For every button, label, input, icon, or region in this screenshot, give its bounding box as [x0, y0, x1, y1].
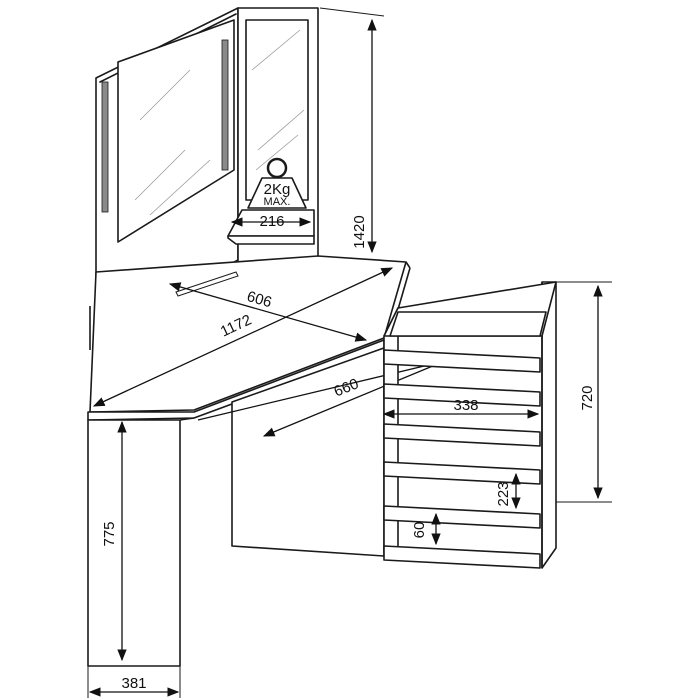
dim-381-label: 381 [121, 675, 146, 692]
dim-1420-label: 1420 [351, 215, 368, 248]
left-mirror-wing [117, 19, 235, 243]
dim-1172-arrow [92, 267, 394, 407]
dim-660-arrow [262, 357, 454, 437]
dim-223-label: 223 [495, 481, 512, 506]
right-mirror-glass [245, 19, 309, 201]
dim-720-label: 720 [579, 385, 596, 410]
hook-ring-icon [266, 157, 288, 179]
table-body: 660 775 381 [87, 347, 467, 698]
dim-338-label: 338 [453, 397, 478, 414]
dim-216-label: 216 [259, 213, 284, 230]
table-top: 606 1172 [87, 255, 411, 421]
shelf-unit: 338 223 60 720 [382, 281, 612, 569]
dim-775-label: 775 [101, 521, 118, 546]
load-sub: MAX. [264, 196, 291, 208]
left-hinge-bar [101, 81, 109, 213]
load-label: 2Kg [264, 181, 291, 198]
mirror-assembly: 2Kg MAX. 216 100 [89, 7, 319, 350]
dim-60-label: 60 [411, 522, 428, 539]
shelves [383, 349, 541, 569]
height-dimension: 1420 [319, 7, 385, 254]
center-hinge-bar [221, 39, 229, 171]
weight-icon [247, 177, 307, 209]
